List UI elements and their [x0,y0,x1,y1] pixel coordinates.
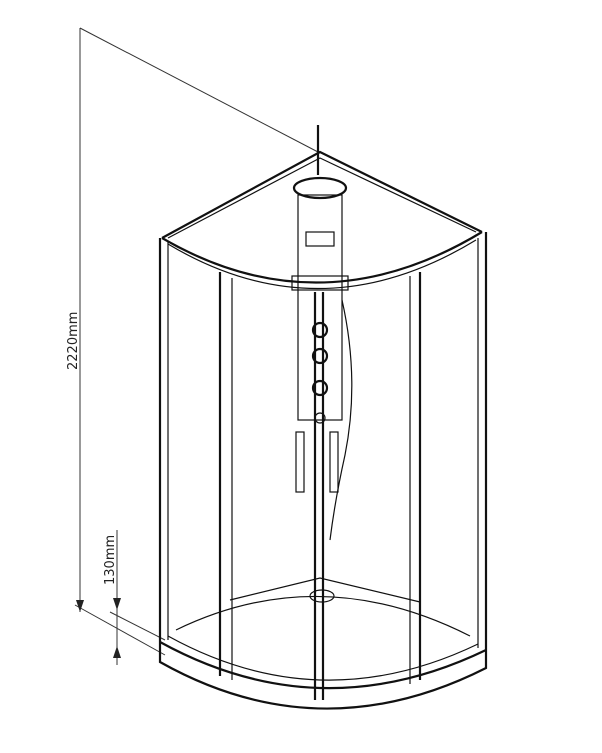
height-dimension: 2220mm [66,27,319,656]
frame-posts [158,232,488,700]
roof [161,150,483,290]
height-label: 2220mm [66,312,81,370]
shower-column [291,125,353,541]
shower-tray [158,577,488,710]
tray-height-dimension: 130mm [103,530,166,665]
tray-height-label: 130mm [103,535,118,585]
